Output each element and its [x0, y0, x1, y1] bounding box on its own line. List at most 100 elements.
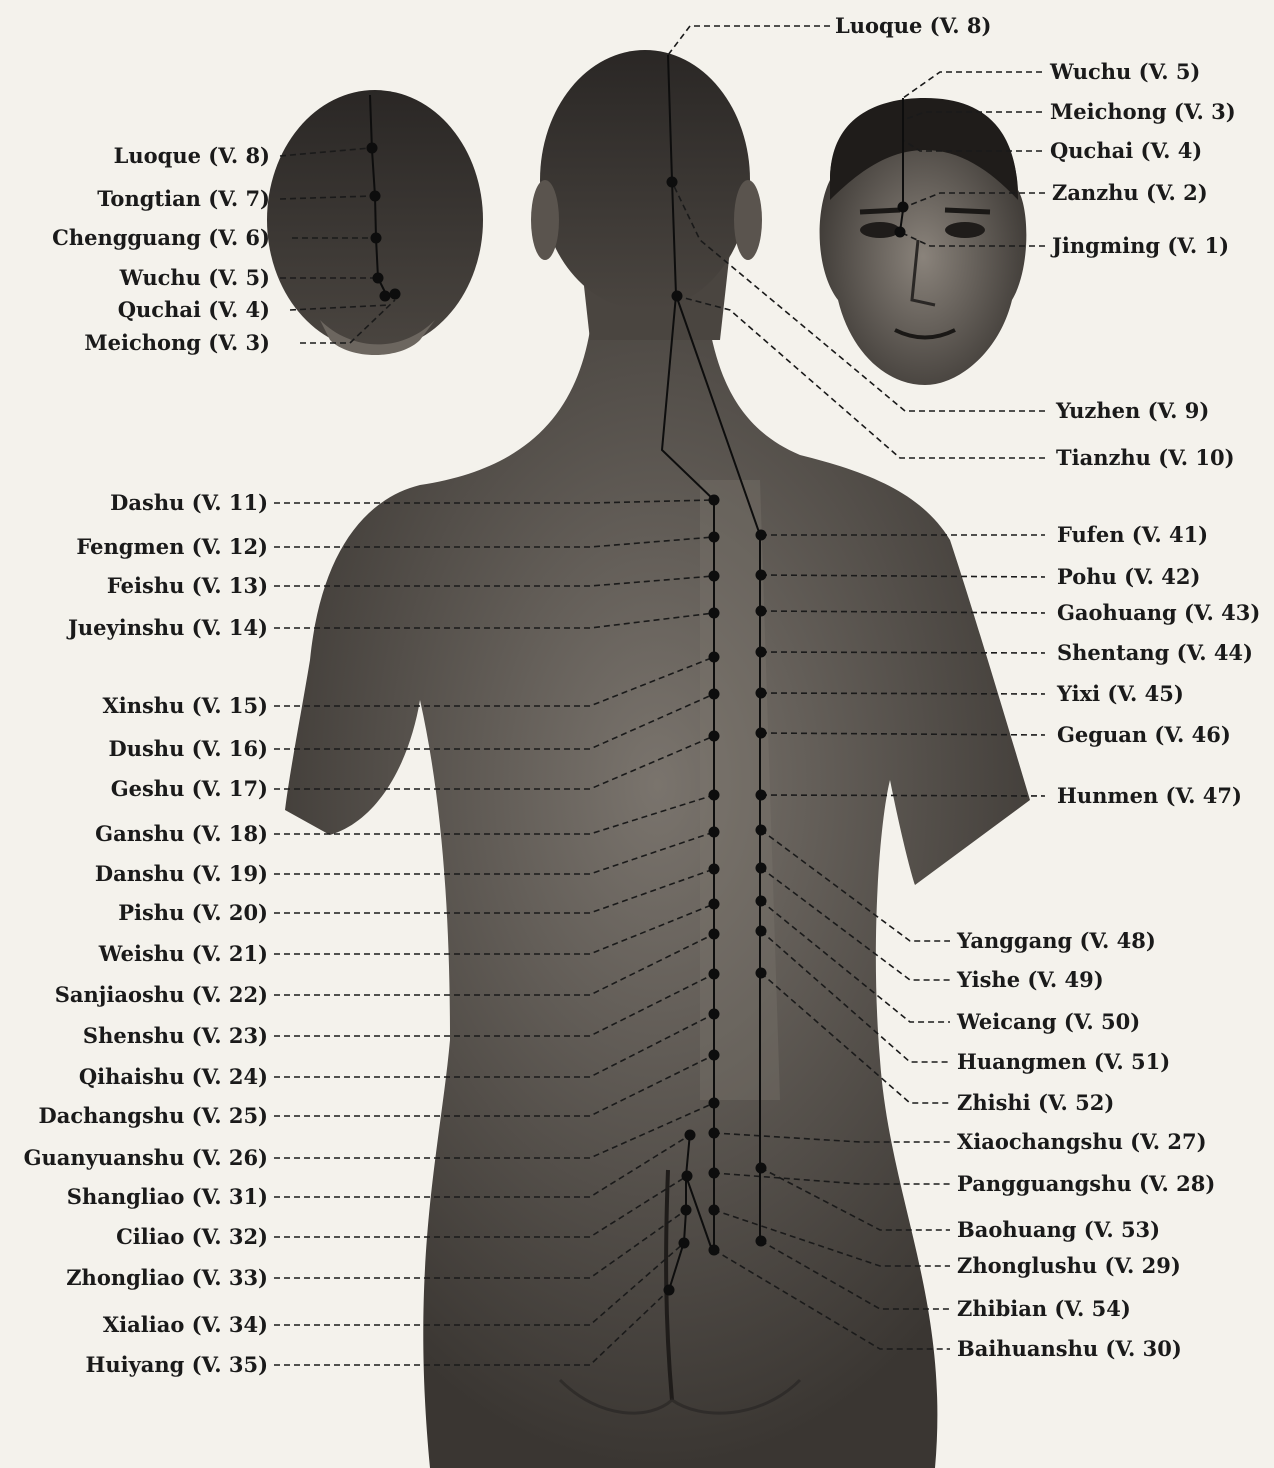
label-zhishi: Zhishi (V. 52) — [957, 1091, 1114, 1115]
label-zhibian: Zhibian (V. 54) — [957, 1297, 1131, 1321]
label-baohuang: Baohuang (V. 53) — [957, 1218, 1160, 1242]
acupoint-outer-12 — [756, 1163, 767, 1174]
label-meichong-face: Meichong (V. 3) — [1050, 100, 1236, 124]
label-dachangshu: Dachangshu (V. 25) — [39, 1104, 268, 1128]
label-fengmen: Fengmen (V. 12) — [76, 535, 268, 559]
acupoint-inner-1 — [709, 532, 720, 543]
left-ear — [531, 180, 559, 260]
label-luoque-head: Luoque (V. 8) — [114, 144, 270, 168]
label-pangguangshu: Pangguangshu (V. 28) — [957, 1172, 1215, 1196]
acupoint-inner-19 — [709, 1245, 720, 1256]
label-gaohuang: Gaohuang (V. 43) — [1057, 601, 1260, 625]
acupoint-outer-2 — [756, 606, 767, 617]
acupoint-inner-16 — [709, 1128, 720, 1139]
label-dashu: Dashu (V. 11) — [110, 491, 268, 515]
back-head — [540, 50, 750, 310]
label-zhonglushu: Zhonglushu (V. 29) — [957, 1254, 1181, 1278]
label-zanzhu: Zanzhu (V. 2) — [1052, 181, 1208, 205]
label-shenshu: Shenshu (V. 23) — [83, 1024, 268, 1048]
acupoint-inner-14 — [709, 1050, 720, 1061]
label-xiaochangshu: Xiaochangshu (V. 27) — [957, 1130, 1207, 1154]
acupoint-outer-11 — [756, 968, 767, 979]
acupoint-top-head-5 — [390, 289, 401, 300]
label-xialiao: Xialiao (V. 34) — [103, 1313, 268, 1337]
acupoint-inner-2 — [709, 571, 720, 582]
label-jingming: Jingming (V. 1) — [1052, 234, 1229, 258]
label-ganshu: Ganshu (V. 18) — [95, 822, 268, 846]
label-jueyinshu: Jueyinshu (V. 14) — [68, 616, 268, 640]
acupoint-top-head-2 — [371, 233, 382, 244]
acupoint-outer-3 — [756, 647, 767, 658]
label-hunmen: Hunmen (V. 47) — [1057, 784, 1242, 808]
acupoint-inner-10 — [709, 899, 720, 910]
label-yixi: Yixi (V. 45) — [1057, 682, 1184, 706]
acupoint-outer-9 — [756, 896, 767, 907]
label-sanjiaoshu: Sanjiaoshu (V. 22) — [55, 983, 268, 1007]
label-fufen: Fufen (V. 41) — [1057, 523, 1208, 547]
acupoint-outer-10 — [756, 926, 767, 937]
acupoint-inner-4 — [709, 652, 720, 663]
acupoint-outer-5 — [756, 728, 767, 739]
acupoint-inner-6 — [709, 731, 720, 742]
acupoint-sacral-1 — [682, 1171, 693, 1182]
acupoint-neck-1 — [672, 291, 683, 302]
acupoint-inner-3 — [709, 608, 720, 619]
label-tianzhu: Tianzhu (V. 10) — [1056, 446, 1235, 470]
leader-right-back-3 — [761, 652, 1045, 653]
acupoint-outer-0 — [756, 530, 767, 541]
label-quchai-face: Quchai (V. 4) — [1050, 139, 1202, 163]
label-huangmen: Huangmen (V. 51) — [957, 1050, 1170, 1074]
label-baihuanshu: Baihuanshu (V. 30) — [957, 1337, 1182, 1361]
acupoint-inner-7 — [709, 790, 720, 801]
acupoint-outer-13 — [756, 1236, 767, 1247]
acupoint-top-head-3 — [373, 273, 384, 284]
acupoint-sacral-2 — [681, 1205, 692, 1216]
label-yanggang: Yanggang (V. 48) — [957, 929, 1156, 953]
acupoint-face-1 — [895, 227, 906, 238]
label-geguan: Geguan (V. 46) — [1057, 723, 1231, 747]
label-pishu: Pishu (V. 20) — [118, 901, 268, 925]
acupoint-outer-7 — [756, 825, 767, 836]
acupoint-top-head-1 — [370, 191, 381, 202]
leader-top — [668, 26, 830, 55]
acupoint-sacral-3 — [679, 1238, 690, 1249]
label-feishu: Feishu (V. 13) — [107, 574, 268, 598]
label-zhongliao: Zhongliao (V. 33) — [66, 1266, 268, 1290]
label-guanyuanshu: Guanyuanshu (V. 26) — [24, 1146, 268, 1170]
label-huiyang: Huiyang (V. 35) — [86, 1353, 269, 1377]
acupoint-top-head-0 — [367, 143, 378, 154]
acupoint-top-head-4 — [380, 291, 391, 302]
acupoint-inner-0 — [709, 495, 720, 506]
label-xinshu: Xinshu (V. 15) — [102, 694, 268, 718]
acupoint-sacral-4 — [664, 1285, 675, 1296]
label-yuzhen: Yuzhen (V. 9) — [1056, 399, 1209, 423]
label-tongtian: Tongtian (V. 7) — [97, 187, 270, 211]
acupoint-inner-11 — [709, 929, 720, 940]
acupoint-neck-0 — [667, 177, 678, 188]
acupoint-inner-15 — [709, 1098, 720, 1109]
acupoint-face-0 — [898, 202, 909, 213]
acupoint-sacral-0 — [685, 1130, 696, 1141]
acupoint-inner-9 — [709, 864, 720, 875]
acupoint-inner-5 — [709, 689, 720, 700]
label-wuchu-face: Wuchu (V. 5) — [1050, 60, 1200, 84]
label-weishu: Weishu (V. 21) — [99, 942, 268, 966]
label-chengguang: Chengguang (V. 6) — [52, 226, 270, 250]
label-wuchu-head: Wuchu (V. 5) — [120, 266, 270, 290]
label-geshu: Geshu (V. 17) — [111, 777, 268, 801]
acupoint-inner-12 — [709, 969, 720, 980]
leader-right-back-6 — [761, 795, 1045, 796]
label-danshu: Danshu (V. 19) — [95, 862, 268, 886]
label-pohu: Pohu (V. 42) — [1057, 565, 1200, 589]
leader-wuchu-face — [903, 72, 1042, 98]
label-luoque-top: Luoque (V. 8) — [835, 14, 991, 38]
label-ciliao: Ciliao (V. 32) — [116, 1225, 268, 1249]
acupoint-inner-18 — [709, 1205, 720, 1216]
label-yishe: Yishe (V. 49) — [957, 968, 1104, 992]
label-weicang: Weicang (V. 50) — [957, 1010, 1140, 1034]
label-shentang: Shentang (V. 44) — [1057, 641, 1253, 665]
label-dushu: Dushu (V. 16) — [109, 737, 269, 761]
label-quchai-head: Quchai (V. 4) — [118, 298, 270, 322]
acupoint-inner-8 — [709, 827, 720, 838]
